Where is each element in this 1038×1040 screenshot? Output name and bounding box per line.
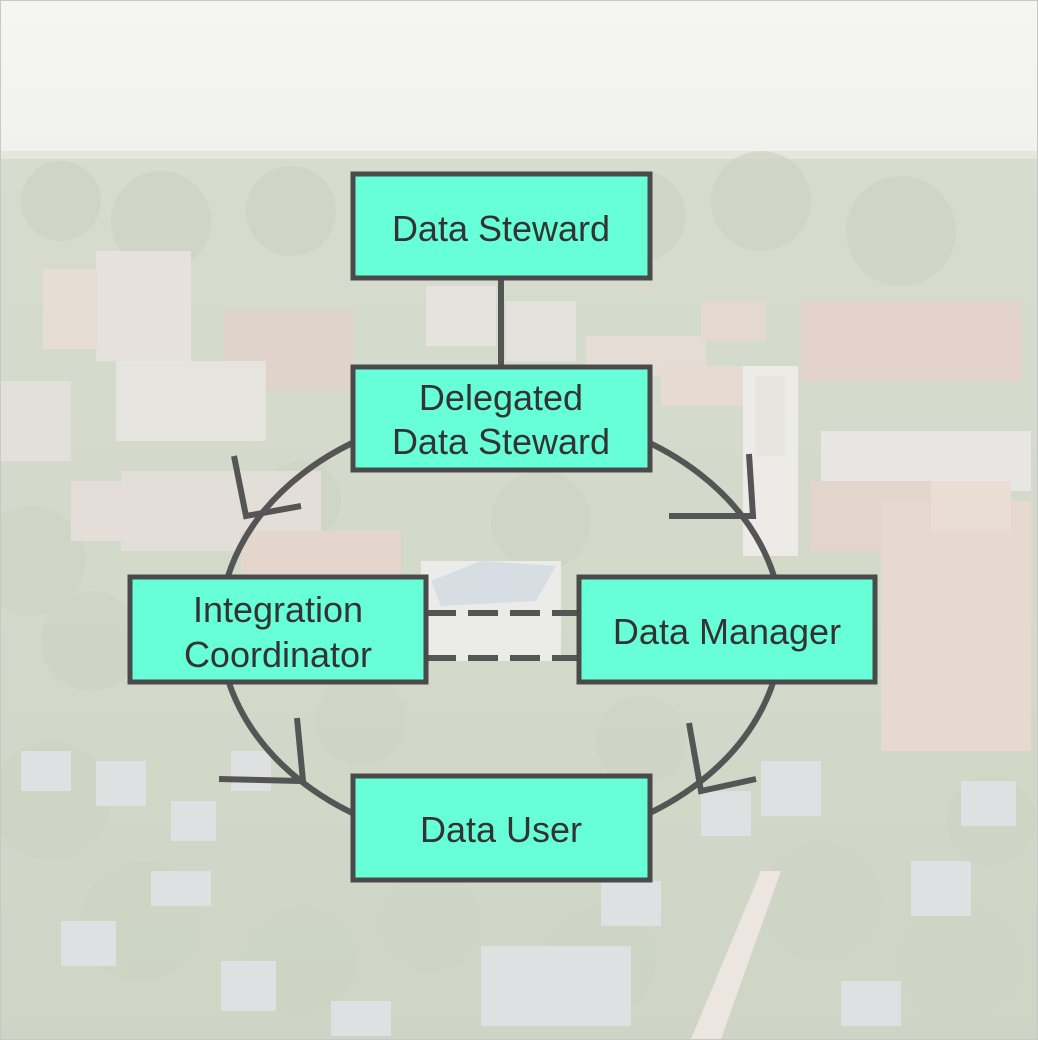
arrow-lower-left (218, 717, 307, 785)
node-label-line-2: Data Steward (392, 421, 610, 462)
node-data-manager: Data Manager (576, 574, 878, 685)
node-label: Data Manager (613, 611, 841, 652)
node-label-line-2: Coordinator (184, 634, 372, 675)
node-box (350, 773, 653, 883)
arrow-lower-right (686, 722, 757, 795)
arrow-upper-left (231, 455, 302, 520)
node-label-line-1: Integration (193, 589, 363, 630)
node-box (350, 171, 653, 281)
node-label: Data User (420, 809, 582, 850)
node-label-line-1: Delegated (419, 377, 583, 418)
node-box (127, 574, 429, 685)
node-label: Data Steward (392, 208, 610, 249)
node-box (350, 364, 653, 473)
node-integration-coordinator: Integration Coordinator (127, 574, 429, 685)
node-data-user: Data User (350, 773, 653, 883)
arrow-upper-right (669, 453, 757, 519)
node-delegated-data-steward: Delegated Data Steward (350, 364, 653, 473)
node-data-steward: Data Steward (350, 171, 653, 281)
node-box (576, 574, 878, 685)
